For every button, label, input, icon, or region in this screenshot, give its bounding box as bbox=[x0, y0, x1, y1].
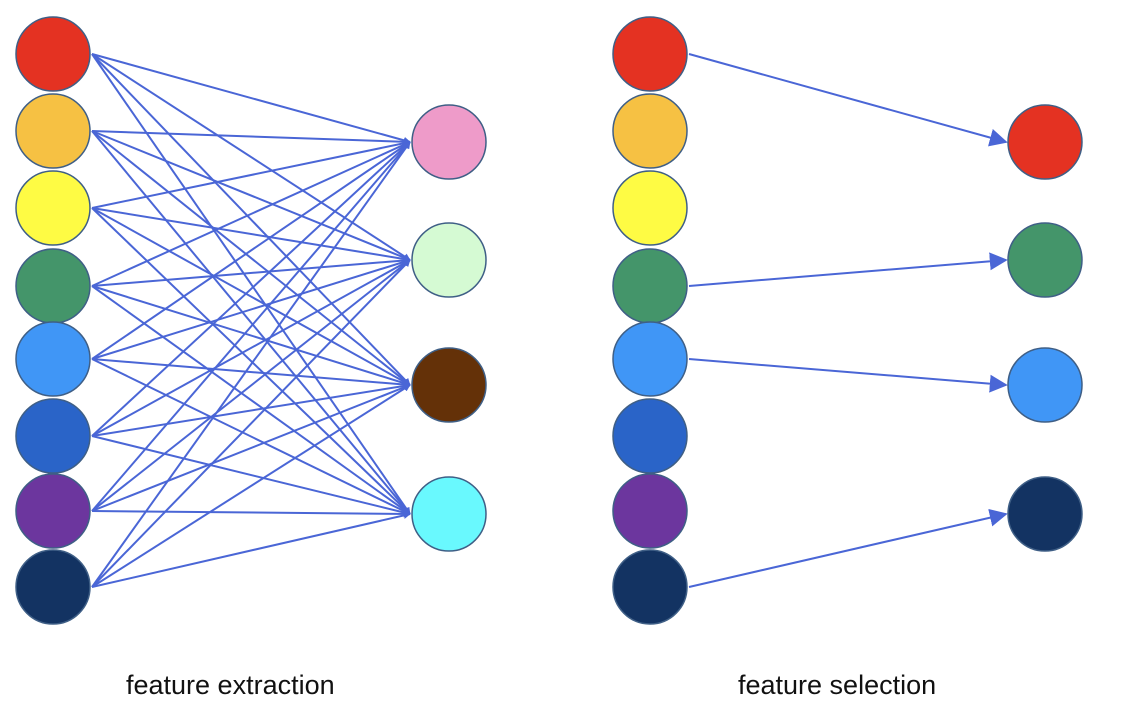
extraction-input-node-blue bbox=[15, 398, 91, 474]
extraction-input-nodes bbox=[15, 16, 91, 625]
selection-edges bbox=[688, 53, 1008, 588]
extraction-arrow-blue-to-brown bbox=[91, 382, 411, 437]
extraction-arrow-red-to-cyan bbox=[91, 53, 411, 515]
extraction-output-node-brown bbox=[411, 347, 487, 423]
extraction-arrow-purple-to-mint bbox=[91, 259, 411, 512]
extraction-input-node-purple bbox=[15, 473, 91, 549]
extraction-output-node-pink bbox=[411, 104, 487, 180]
extraction-edges bbox=[91, 53, 411, 588]
extraction-arrow-yellow-to-mint bbox=[91, 207, 411, 263]
extraction-arrow-orange-to-cyan bbox=[91, 130, 411, 515]
selection-output-node-green bbox=[1007, 222, 1083, 298]
extraction-arrow-purple-to-cyan bbox=[91, 510, 411, 518]
extraction-input-node-orange bbox=[15, 93, 91, 169]
extraction-arrow-light-blue-to-brown bbox=[91, 358, 411, 388]
extraction-arrow-navy-to-pink bbox=[91, 141, 411, 588]
extraction-arrow-light-blue-to-cyan bbox=[91, 358, 411, 515]
extraction-arrow-yellow-to-brown bbox=[91, 207, 411, 386]
extraction-arrow-green-to-mint bbox=[91, 257, 411, 287]
extraction-input-node-green bbox=[15, 248, 91, 324]
extraction-arrow-blue-to-mint bbox=[91, 259, 411, 437]
selection-input-node-blue bbox=[612, 398, 688, 474]
selection-input-nodes bbox=[612, 16, 688, 625]
selection-output-node-navy bbox=[1007, 476, 1083, 552]
feature-selection-caption: feature selection bbox=[738, 670, 937, 700]
selection-arrow-light-blue-to-light-blue bbox=[688, 358, 1008, 393]
extraction-arrow-green-to-brown bbox=[91, 285, 411, 387]
selection-input-node-navy bbox=[612, 549, 688, 625]
extraction-input-node-red bbox=[15, 16, 91, 92]
extraction-arrow-light-blue-to-mint bbox=[91, 258, 411, 360]
extraction-arrow-red-to-pink bbox=[91, 53, 411, 144]
extraction-input-node-yellow bbox=[15, 170, 91, 246]
extraction-output-node-cyan bbox=[411, 476, 487, 552]
extraction-arrow-navy-to-brown bbox=[91, 384, 411, 588]
selection-input-node-orange bbox=[612, 93, 688, 169]
selection-arrow-red-to-red bbox=[688, 53, 1008, 147]
extraction-arrow-light-blue-to-pink bbox=[91, 141, 411, 360]
extraction-arrow-purple-to-pink bbox=[91, 141, 411, 512]
selection-arrow-green-to-green bbox=[688, 252, 1008, 287]
extraction-arrow-yellow-to-cyan bbox=[91, 207, 411, 515]
selection-arrow-navy-to-navy bbox=[688, 508, 1008, 588]
extraction-arrow-orange-to-mint bbox=[91, 130, 411, 261]
extraction-arrow-purple-to-brown bbox=[91, 384, 411, 512]
extraction-arrow-navy-to-cyan bbox=[91, 511, 411, 588]
selection-input-node-red bbox=[612, 16, 688, 92]
extraction-arrow-blue-to-pink bbox=[91, 141, 411, 437]
selection-output-nodes bbox=[1007, 104, 1083, 552]
extraction-arrow-yellow-to-pink bbox=[91, 139, 411, 209]
extraction-arrow-red-to-mint bbox=[91, 53, 411, 261]
selection-output-node-light-blue bbox=[1007, 347, 1083, 423]
selection-input-node-purple bbox=[612, 473, 688, 549]
feature-extraction-panel bbox=[15, 16, 487, 625]
selection-input-node-yellow bbox=[612, 170, 688, 246]
feature-selection-panel bbox=[612, 16, 1083, 625]
extraction-arrow-green-to-cyan bbox=[91, 285, 411, 515]
extraction-output-nodes bbox=[411, 104, 487, 552]
feature-extraction-caption: feature extraction bbox=[126, 670, 335, 700]
selection-input-node-light-blue bbox=[612, 321, 688, 397]
selection-output-node-red bbox=[1007, 104, 1083, 180]
extraction-arrow-orange-to-brown bbox=[91, 130, 411, 386]
extraction-input-node-navy bbox=[15, 549, 91, 625]
extraction-arrow-green-to-pink bbox=[91, 141, 411, 287]
extraction-arrow-orange-to-pink bbox=[91, 130, 411, 146]
extraction-arrow-red-to-brown bbox=[91, 53, 411, 386]
extraction-arrow-navy-to-mint bbox=[91, 259, 411, 588]
selection-input-node-green bbox=[612, 248, 688, 324]
extraction-input-node-light-blue bbox=[15, 321, 91, 397]
extraction-output-node-mint bbox=[411, 222, 487, 298]
